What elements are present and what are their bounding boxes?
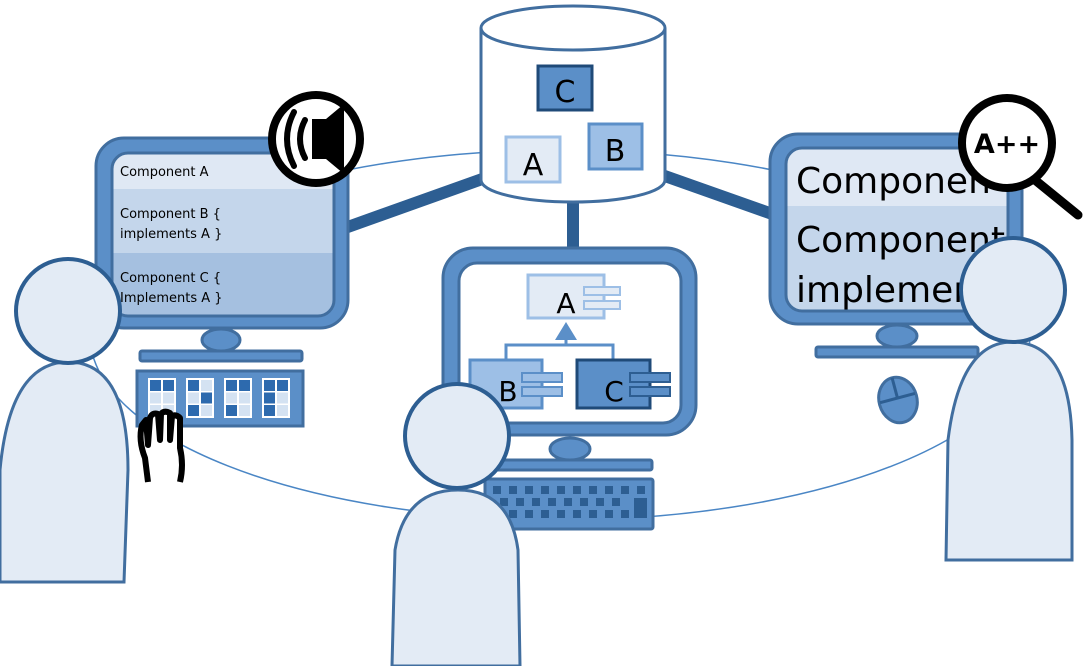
keyboard-key[interactable] bbox=[573, 510, 581, 518]
braille-dot bbox=[264, 380, 275, 391]
link-left bbox=[342, 172, 488, 234]
braille-dot bbox=[277, 392, 288, 404]
keyboard-key[interactable] bbox=[573, 486, 581, 494]
uml-class-a[interactable]: A bbox=[526, 273, 621, 320]
braille-cell[interactable] bbox=[224, 378, 252, 418]
braille-cell[interactable] bbox=[186, 378, 214, 418]
center-workstation: A B C bbox=[390, 246, 698, 666]
uml-class-c-label: C bbox=[604, 375, 624, 408]
uml-class-c[interactable]: C bbox=[575, 358, 671, 410]
braille-dot bbox=[201, 380, 212, 391]
keyboard-key[interactable] bbox=[509, 486, 517, 494]
keyboard-key[interactable] bbox=[541, 486, 549, 494]
braille-dot bbox=[239, 392, 250, 404]
braille-dot bbox=[188, 405, 199, 416]
braille-dot bbox=[188, 380, 199, 391]
left-screen-row-2a: Component B { bbox=[120, 207, 221, 222]
keyboard-key[interactable] bbox=[621, 510, 629, 518]
repo-item-c-label: C bbox=[555, 75, 576, 110]
right-workstation: Componen Component implemen A++ bbox=[768, 94, 1083, 562]
keyboard-key[interactable] bbox=[525, 510, 533, 518]
link-right bbox=[659, 169, 778, 221]
keyboard-key[interactable] bbox=[605, 510, 613, 518]
keyboard-key[interactable] bbox=[564, 498, 572, 506]
repo-item-c[interactable]: C bbox=[536, 64, 594, 112]
braille-dot bbox=[201, 392, 212, 404]
braille-dot bbox=[239, 405, 250, 416]
keyboard-key[interactable] bbox=[541, 510, 549, 518]
uml-class-b-label: B bbox=[498, 375, 517, 408]
network-links bbox=[342, 169, 778, 250]
keyboard-key[interactable] bbox=[557, 486, 565, 494]
braille-cell[interactable] bbox=[262, 378, 290, 418]
keyboard[interactable] bbox=[483, 477, 655, 531]
keyboard-key[interactable] bbox=[596, 498, 604, 506]
braille-dot bbox=[201, 405, 212, 416]
right-user bbox=[944, 236, 1074, 562]
left-screen-row-1: Component A bbox=[120, 165, 209, 180]
left-screen-row-2b: implements A } bbox=[120, 227, 222, 242]
braille-dot bbox=[239, 380, 250, 391]
magnifier-label: A++ bbox=[974, 129, 1040, 160]
mouse[interactable] bbox=[874, 373, 923, 427]
right-screen-row-1: Componen bbox=[796, 161, 991, 202]
keyboard-key[interactable] bbox=[525, 486, 533, 494]
braille-dot bbox=[188, 392, 199, 404]
braille-dot bbox=[264, 392, 275, 404]
magnifier-icon: A++ bbox=[958, 94, 1083, 220]
braille-dot bbox=[264, 405, 275, 416]
keyboard-key[interactable] bbox=[516, 498, 524, 506]
keyboard-key[interactable] bbox=[605, 486, 613, 494]
repo-item-a-label: A bbox=[523, 148, 544, 183]
keyboard-key[interactable] bbox=[580, 498, 588, 506]
repo-item-a[interactable]: A bbox=[504, 135, 562, 184]
left-workstation: Component A Component B { implements A }… bbox=[0, 91, 364, 584]
keyboard-key[interactable] bbox=[621, 486, 629, 494]
keyboard-key[interactable] bbox=[532, 498, 540, 506]
speaker-icon bbox=[268, 91, 364, 187]
keyboard-key[interactable] bbox=[589, 486, 597, 494]
braille-dot bbox=[150, 392, 161, 404]
keyboard-key[interactable] bbox=[493, 486, 501, 494]
center-user bbox=[390, 382, 522, 666]
braille-dot bbox=[277, 380, 288, 391]
left-screen-row-3a: Component C { bbox=[120, 271, 221, 286]
repository-database: C A B bbox=[479, 4, 667, 204]
keyboard-key[interactable] bbox=[500, 498, 508, 506]
braille-dot bbox=[226, 392, 237, 404]
repo-item-b[interactable]: B bbox=[587, 122, 644, 171]
hand-icon bbox=[137, 408, 185, 483]
keyboard-key[interactable] bbox=[557, 510, 565, 518]
braille-dot bbox=[163, 380, 174, 391]
keyboard-key[interactable] bbox=[612, 498, 620, 506]
left-user bbox=[0, 257, 130, 584]
inheritance-arrowhead bbox=[555, 322, 577, 340]
keyboard-key[interactable] bbox=[589, 510, 597, 518]
right-screen-row-2b: implemen bbox=[796, 270, 976, 311]
uml-class-a-label: A bbox=[556, 287, 575, 320]
braille-dot bbox=[226, 405, 237, 416]
keyboard-key[interactable] bbox=[637, 486, 645, 494]
enter-key[interactable] bbox=[634, 498, 647, 518]
keyboard-key[interactable] bbox=[548, 498, 556, 506]
repo-item-b-label: B bbox=[605, 134, 626, 169]
braille-dot bbox=[163, 392, 174, 404]
braille-dot bbox=[150, 380, 161, 391]
left-screen-row-3b: Implements A } bbox=[120, 291, 223, 306]
braille-dot bbox=[277, 405, 288, 416]
keyboard-key[interactable] bbox=[509, 510, 517, 518]
braille-dot bbox=[226, 380, 237, 391]
right-screen-row-2a: Component bbox=[796, 220, 1005, 261]
